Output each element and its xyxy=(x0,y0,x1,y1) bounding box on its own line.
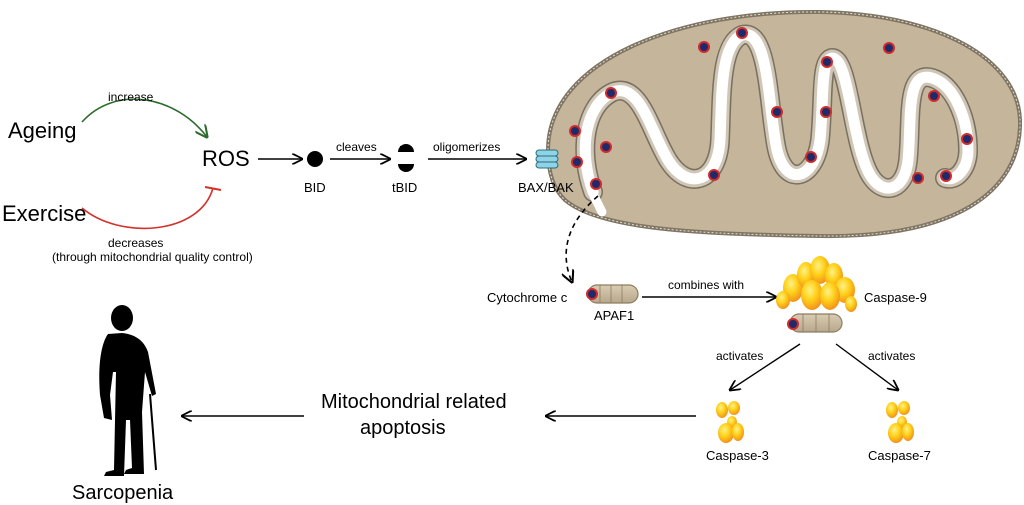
caspase-3-label: Caspase-3 xyxy=(706,448,769,463)
bax-bak-pore-icon xyxy=(535,149,559,169)
caspase-9-apoptosome-icon xyxy=(776,256,857,333)
decrease-inhibit-arrow xyxy=(81,187,214,230)
bid-label: BID xyxy=(304,180,326,195)
activates-left-label: activates xyxy=(716,349,763,363)
caspase-9-label: Caspase-9 xyxy=(864,290,927,305)
decreases-detail-label: (through mitochondrial quality control) xyxy=(52,250,253,264)
oligomerizes-label: oligomerizes xyxy=(433,140,500,154)
cleaves-label: cleaves xyxy=(336,140,377,154)
apaf1-label: APAF1 xyxy=(594,308,634,323)
exercise-label: Exercise xyxy=(2,201,86,226)
caspase-3-icon xyxy=(716,401,744,443)
tbid-icon xyxy=(398,144,414,172)
tbid-label: tBID xyxy=(392,180,417,195)
elderly-person-silhouette-icon xyxy=(99,305,157,476)
decreases-label: decreases xyxy=(108,236,163,250)
activates-caspase-3-arrow xyxy=(730,343,801,390)
bid-icon xyxy=(307,151,323,167)
mitochondrion xyxy=(545,9,1023,239)
apoptosis-label-line1: Mitochondrial related xyxy=(321,391,507,413)
cytochrome-c-label: Cytochrome c xyxy=(487,290,568,305)
caspase-7-label: Caspase-7 xyxy=(868,448,931,463)
ageing-label: Ageing xyxy=(8,118,77,143)
combines-with-label: combines with xyxy=(668,278,744,292)
caspase-7-icon xyxy=(886,401,914,443)
apoptosis-label-line2: apoptosis xyxy=(360,417,446,439)
decrease-inhibit-bar xyxy=(204,186,222,191)
mitochondrion-cristae-space xyxy=(579,29,974,198)
activates-caspase-7-arrow xyxy=(835,343,898,390)
bax-bak-label: BAX/BAK xyxy=(518,180,574,195)
cytochrome-c-release-arrow xyxy=(566,195,599,282)
ros-label: ROS xyxy=(202,146,250,171)
apaf1-icon xyxy=(586,284,639,304)
increase-label: increase xyxy=(108,90,154,104)
mitochondrion-outer-membrane xyxy=(545,9,1023,239)
increase-arrow xyxy=(81,98,207,137)
sarcopenia-label: Sarcopenia xyxy=(72,482,174,504)
activates-right-label: activates xyxy=(868,349,915,363)
